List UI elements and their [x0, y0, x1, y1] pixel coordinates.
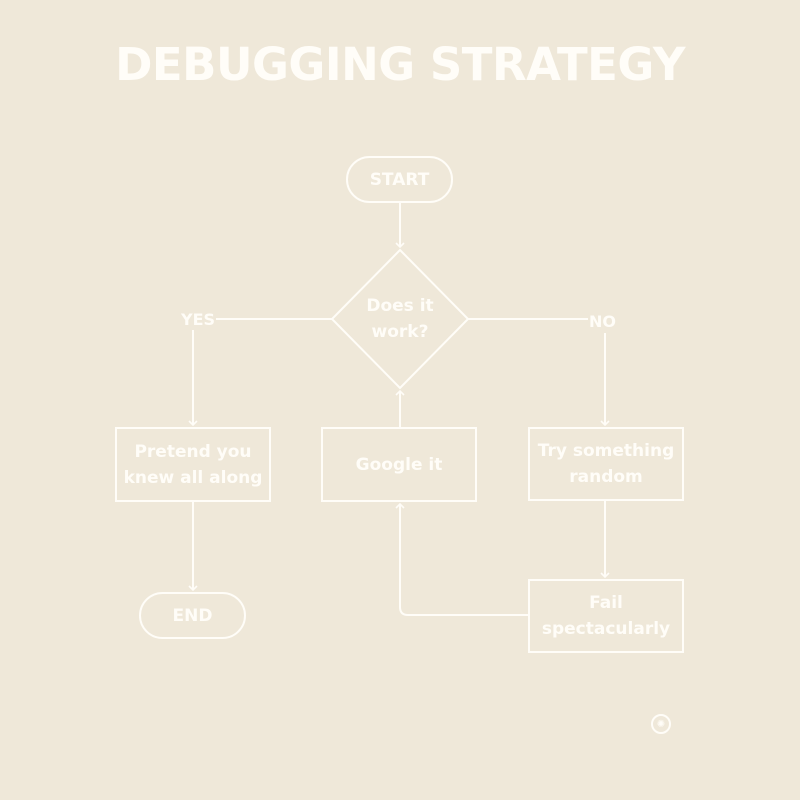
google-box: Google it — [322, 428, 476, 501]
bug-badge-icon: ✺ — [651, 714, 671, 734]
pretend-label-line2: knew all along — [123, 467, 263, 488]
start-label: START — [369, 169, 430, 190]
decision-label-line1: Does it — [366, 296, 434, 316]
fail-box: Fail spectacularly — [529, 580, 683, 652]
pretend-box: Pretend you knew all along — [116, 428, 270, 501]
decision-label-line2: work? — [371, 322, 429, 342]
end-terminal: END — [140, 593, 245, 638]
random-box: Try something random — [529, 428, 683, 500]
random-label-line1: Try something — [537, 441, 675, 461]
end-terminal-shape — [139, 592, 246, 639]
fail-label-line1: Fail — [589, 593, 623, 613]
page-title: DEBUGGING STRATEGY — [115, 38, 685, 91]
fail-label-line2: spectacularly — [541, 619, 671, 639]
pretend-label-line1: Pretend you — [134, 441, 252, 462]
bug-glyph: ✺ — [656, 718, 666, 730]
no-edge-label: NO — [589, 312, 616, 331]
start-terminal: START — [347, 157, 452, 202]
end-label: END — [172, 605, 213, 626]
decision-diamond: Does it work? — [340, 290, 460, 348]
google-label: Google it — [355, 454, 443, 475]
random-label-line2: random — [569, 467, 643, 487]
decision-diamond-shape — [330, 248, 470, 390]
yes-edge-label: YES — [181, 310, 216, 329]
